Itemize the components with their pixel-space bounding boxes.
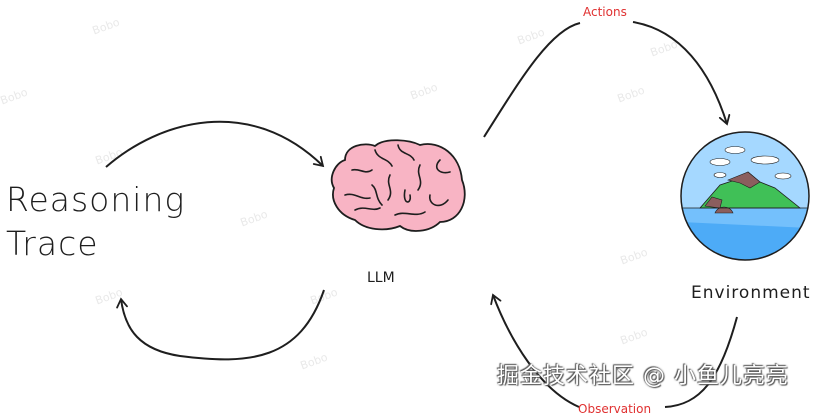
environment-label: Environment [691, 283, 811, 303]
reasoning-label-line-1: Reasoning [6, 180, 186, 219]
arrow-observation [493, 295, 738, 408]
island-globe-icon [680, 131, 810, 261]
arrow-reasoning-to-llm [105, 120, 325, 168]
observation-label: Observation [578, 402, 652, 416]
site-watermark: 掘金技术社区 @ 小鱼儿亮亮 [497, 364, 789, 389]
arrow-actions [483, 21, 727, 138]
arrow-llm-to-reasoning [116, 289, 325, 361]
llm-label: LLM [367, 270, 395, 286]
brain-icon [330, 139, 466, 232]
reasoning-trace-label: Reasoning Trace [6, 178, 185, 266]
actions-label: Actions [583, 5, 627, 19]
reasoning-label-line-2: Trace [6, 224, 99, 263]
